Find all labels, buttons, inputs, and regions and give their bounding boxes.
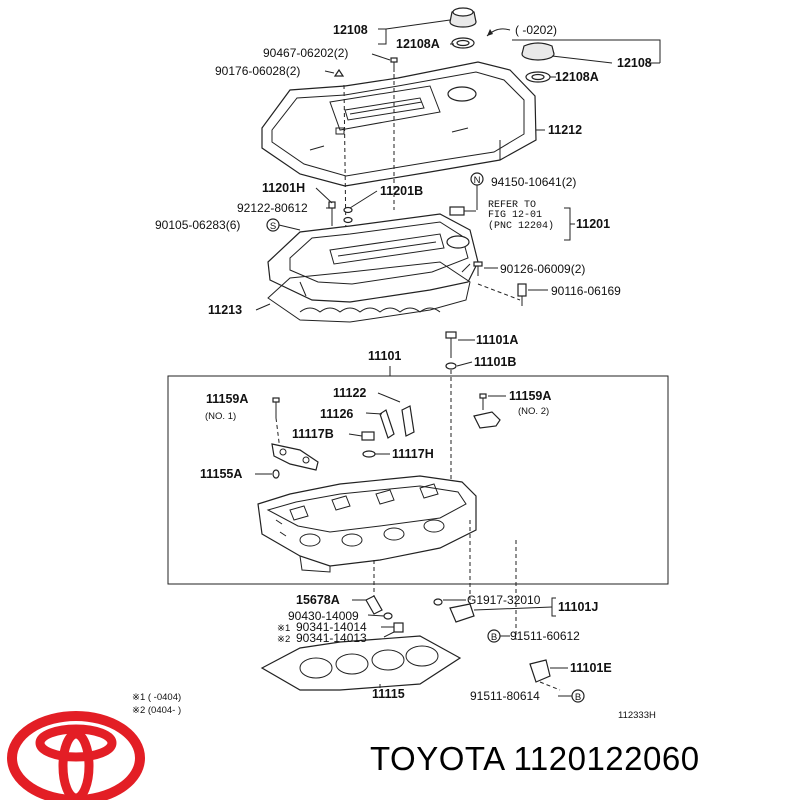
bolt-11159a-no1 [272,397,280,418]
bearing-cap-no2 [473,411,501,429]
label-11122: 11122 [333,386,366,400]
figure-code: 112333H [618,710,656,721]
label-11159a-left: 11159A [206,392,248,406]
label-g1917: G1917-32010 [467,593,541,607]
part-labels: 12108 12108A ( -0202) 12108 12108A 90467… [132,23,656,721]
plug-90341 [393,622,404,633]
svg-text:B: B [491,632,497,643]
head-cover-gasket [267,261,471,323]
svg-text:N: N [474,175,481,186]
grommet-90176 [333,68,345,77]
label-11155a: 11155A [200,467,242,481]
label-90126: 90126-06009(2) [500,262,585,276]
label-90116: 90116-06169 [551,284,621,298]
pcv-valve [449,206,476,216]
label-94150: 94150-10641(2) [491,175,576,189]
label-11201b: 11201B [380,184,423,198]
cylinder-head-cover [267,213,479,303]
bolt-90467 [390,57,398,72]
outlet-11101e [529,659,551,683]
label-range-0202: ( -0202) [515,23,557,37]
plug-11117h [362,450,376,458]
label-12108a-right: 12108A [555,70,599,84]
label-91511-60612: 91511-60612 [510,629,580,643]
label-no1: (NO. 1) [205,411,236,422]
label-11117b: 11117B [292,427,334,441]
oil-filler-cap-top [449,7,511,49]
label-11201-right: 11201 [576,217,610,231]
label-mark2: ※2 [277,634,290,645]
valve-guides [365,392,415,439]
pin-11155a [272,469,280,479]
bolt-92122 [328,201,336,226]
label-11101: 11101 [368,349,401,363]
label-11117h: 11117H [392,447,434,461]
label-no2: (NO. 2) [518,406,549,417]
head-bolt [445,331,457,370]
label-refer-3: (PNC 12204) [488,220,554,232]
label-refer-1: REFER TO [488,200,536,211]
label-90467: 90467-06202(2) [263,46,348,60]
engine-cover [261,61,537,187]
label-12108-right: 12108 [617,56,652,70]
marker-b-lower: B [571,689,585,703]
note-2: ※2 (0404- ) [132,705,181,716]
cam-position-sensor [433,598,475,623]
label-11159a-right: 11159A [509,389,551,403]
oil-filler-cap-right [521,42,555,83]
label-refer-2: FIG 12-01 [488,210,542,221]
marker-b-upper: B [487,629,501,643]
toyota-logo-icon [7,711,145,800]
cylinder-head [257,475,477,573]
label-12108a-top: 12108A [396,37,440,51]
part-number: 1120122060 [513,740,700,777]
marker-n: N [470,172,484,186]
bearing-cap-no1 [271,443,319,471]
note-1: ※1 ( -0404) [132,692,181,703]
assembly-box [167,375,669,585]
washer-11201b [343,206,353,224]
label-11212: 11212 [548,123,582,137]
svg-text:B: B [575,692,581,703]
bolt-90126 [473,261,483,276]
svg-text:S: S [270,221,276,232]
plug-11117b [361,431,375,441]
marker-s: S [266,218,280,232]
label-11115: 11115 [372,687,405,701]
head-gasket [260,635,462,691]
label-90341-2: 90341-14013 [296,631,367,645]
label-15678a: 15678A [296,593,340,607]
brand-caption: TOYOTA 1120122060 [370,740,700,778]
bolt-11159a-no2 [479,393,487,410]
brand-name: TOYOTA [370,740,504,777]
label-11101b: 11101B [474,355,516,369]
label-90430: 90430-14009 [288,609,359,623]
stud-90116 [517,283,527,306]
plug-15678a [365,595,383,615]
label-11101a: 11101A [476,333,518,347]
label-90105: 90105-06283(6) [155,218,240,232]
gasket-90430 [383,612,393,620]
label-90341-1: 90341-14014 [296,620,367,634]
label-11101j: 11101J [558,600,598,614]
label-11101e: 11101E [570,661,612,675]
label-11201h: 11201H [262,181,305,195]
label-92122: 92122-80612 [237,201,308,215]
label-11213: 11213 [208,303,242,317]
label-11126: 11126 [320,407,353,421]
label-mark1: ※1 [277,623,290,634]
label-90176: 90176-06028(2) [215,64,300,78]
label-91511-80614: 91511-80614 [470,689,540,703]
label-12108-top: 12108 [333,23,368,37]
